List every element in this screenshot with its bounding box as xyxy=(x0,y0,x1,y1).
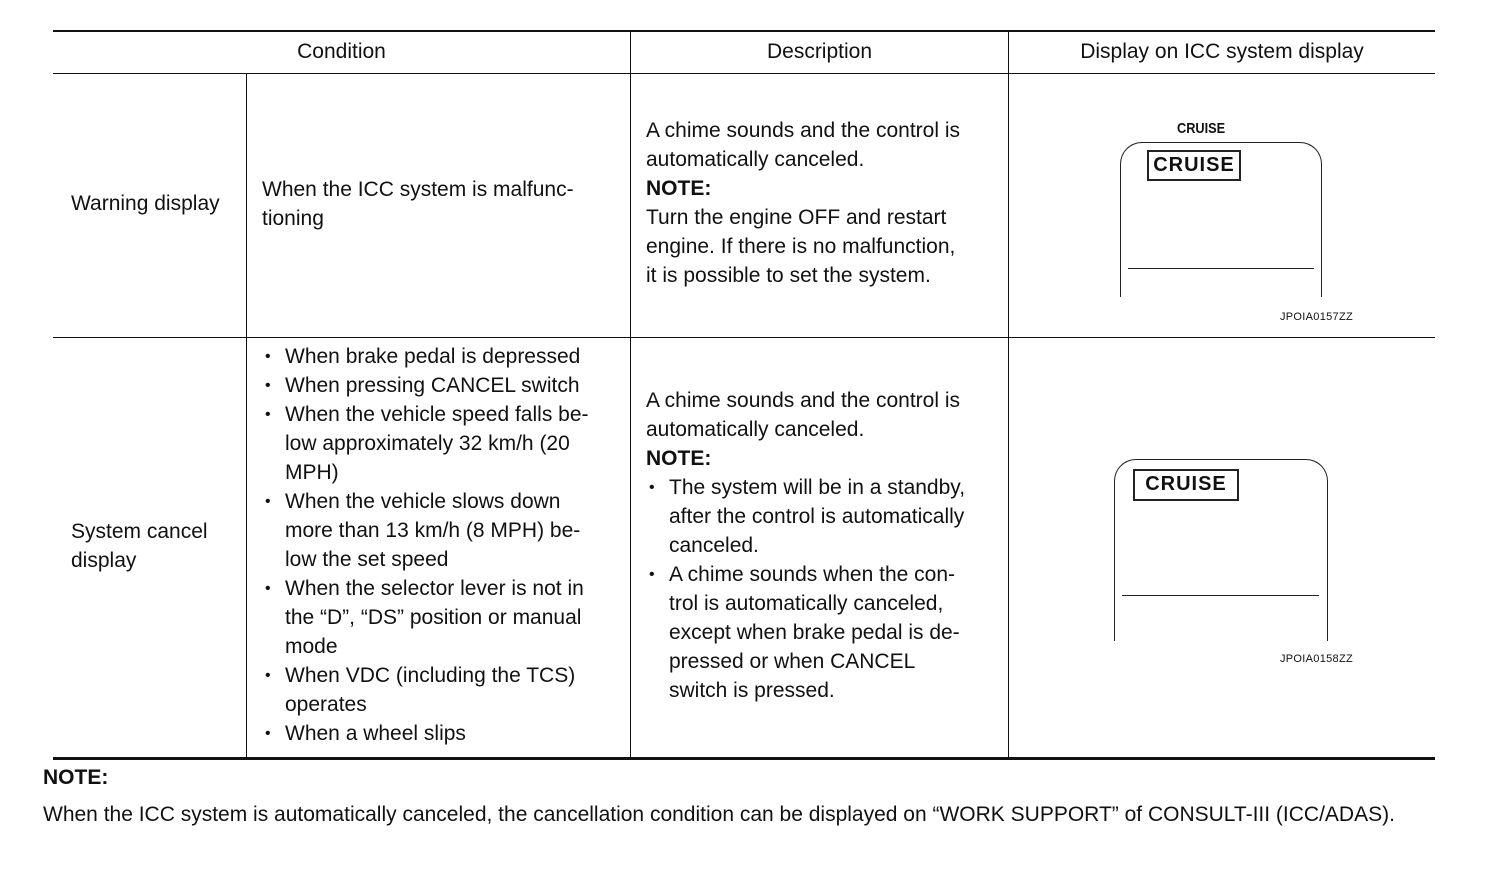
description-note-list: The system will be in a standby, after t… xyxy=(645,473,1005,705)
description-note-line: Turn the engine OFF and restart xyxy=(646,206,947,229)
header-description: Description xyxy=(766,40,873,63)
condition-line: tioning xyxy=(262,207,324,230)
list-item: When the vehicle slows down more than 13… xyxy=(261,487,626,574)
list-item: When pressing CANCEL switch xyxy=(261,371,626,400)
display-frame xyxy=(1114,459,1328,641)
header-condition: Condition xyxy=(297,40,386,63)
description-note-label: NOTE: xyxy=(646,177,712,200)
description-line: automatically canceled. xyxy=(646,418,865,441)
list-item: When VDC (including the TCS) operates xyxy=(261,661,626,719)
display-frame xyxy=(1120,142,1322,297)
column-divider-description xyxy=(630,31,631,758)
list-item: When a wheel slips xyxy=(261,719,626,748)
column-divider-condition xyxy=(246,74,247,758)
table-header-rule xyxy=(53,73,1435,74)
list-item: The system will be in a standby, after t… xyxy=(645,473,1005,560)
list-item: When the selector lever is not in the “D… xyxy=(261,574,626,661)
condition-line: When the ICC system is malfunc- xyxy=(262,178,574,201)
description-note-line: engine. If there is no malfunction, xyxy=(646,235,956,258)
condition-list: When brake pedal is depressed When press… xyxy=(261,342,626,748)
table-top-rule xyxy=(53,30,1435,32)
table-row-divider xyxy=(53,337,1435,338)
row-type-warning-display: Warning display xyxy=(71,192,220,215)
figure-code: JPOIA0157ZZ xyxy=(1280,311,1353,323)
cruise-box-label: CRUISE xyxy=(1147,150,1241,181)
display-baseline xyxy=(1128,268,1314,269)
row-type-system-cancel: System cancel xyxy=(71,520,208,543)
column-divider-display xyxy=(1008,31,1009,758)
display-baseline xyxy=(1122,595,1319,596)
cruise-indicator-label: CRUISE xyxy=(1177,120,1226,137)
figure-code: JPOIA0158ZZ xyxy=(1280,653,1353,665)
note-body: When the ICC system is automatically can… xyxy=(43,803,1395,826)
row-type-system-cancel: display xyxy=(71,549,137,572)
list-item: A chime sounds when the con- trol is aut… xyxy=(645,560,1005,705)
table-bottom-rule xyxy=(53,757,1435,760)
description-line: automatically canceled. xyxy=(646,148,865,171)
list-item: When brake pedal is depressed xyxy=(261,342,626,371)
note-title: NOTE: xyxy=(43,766,109,789)
header-display: Display on ICC system display xyxy=(1080,40,1364,63)
description-note-label: NOTE: xyxy=(646,447,712,470)
list-item: When the vehicle speed falls be- low app… xyxy=(261,400,626,487)
cruise-box-label: CRUISE xyxy=(1133,469,1239,501)
description-line: A chime sounds and the control is xyxy=(646,119,961,142)
description-note-line: it is possible to set the system. xyxy=(646,264,931,287)
description-line: A chime sounds and the control is xyxy=(646,389,961,412)
